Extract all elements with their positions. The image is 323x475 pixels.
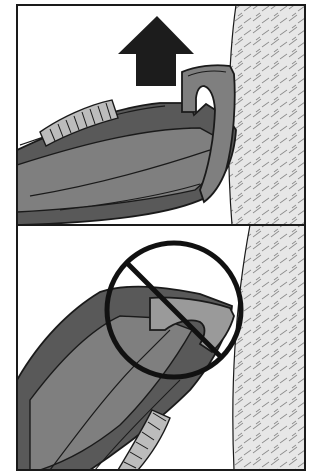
skin-surface xyxy=(229,5,305,225)
panel-bottom xyxy=(17,225,305,470)
panel-top xyxy=(17,5,305,225)
skin-surface xyxy=(233,225,305,470)
